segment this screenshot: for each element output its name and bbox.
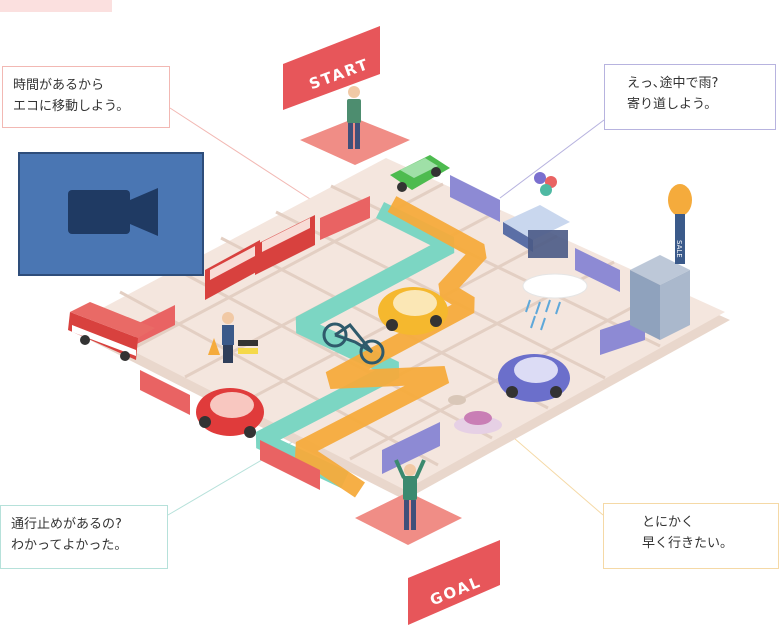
connector-top-right bbox=[499, 119, 605, 199]
callout-top-right: えっ､途中で雨? 寄り道しよう。 bbox=[604, 64, 776, 130]
video-placeholder[interactable] bbox=[18, 152, 204, 276]
callout-line: 早く行きたい。 bbox=[642, 536, 734, 551]
sale-sign-label: SALE bbox=[675, 240, 683, 258]
connector-top-left bbox=[169, 107, 331, 213]
callout-line: とにかく bbox=[642, 515, 695, 530]
callout-bottom-right: とにかく 早く行きたい。 bbox=[603, 503, 779, 569]
goal-banner: GOAL bbox=[408, 540, 500, 625]
building: SALE bbox=[630, 184, 692, 340]
callout-bottom-left: 通行止めがあるの? わかってよかった。 bbox=[0, 505, 168, 569]
rain-cloud bbox=[522, 273, 588, 331]
callout-line: エコに移動しよう。 bbox=[13, 99, 130, 114]
start-person bbox=[347, 86, 361, 149]
top-decor-strip bbox=[0, 0, 112, 12]
callout-line: 時間があるから bbox=[13, 78, 105, 93]
goal-person bbox=[394, 459, 426, 530]
callout-line: わかってよかった。 bbox=[11, 538, 128, 553]
route-orange bbox=[295, 196, 487, 498]
red-train bbox=[205, 215, 315, 300]
cafe-food bbox=[448, 395, 502, 434]
callout-line: 寄り道しよう。 bbox=[627, 97, 718, 112]
bicycle bbox=[322, 322, 385, 365]
route-red bbox=[135, 196, 370, 490]
green-car bbox=[390, 155, 450, 192]
video-camera-icon bbox=[68, 188, 158, 236]
callout-line: 通行止めがあるの? bbox=[11, 517, 122, 532]
red-car bbox=[196, 388, 264, 438]
callout-line: えっ､途中で雨? bbox=[627, 76, 719, 91]
start-banner: START bbox=[283, 26, 380, 110]
sale-shop bbox=[503, 172, 570, 258]
purple-car bbox=[498, 354, 570, 402]
yellow-car bbox=[378, 287, 448, 335]
construction-worker bbox=[208, 312, 258, 363]
red-bus bbox=[68, 302, 155, 361]
callout-top-left: 時間があるから エコに移動しよう。 bbox=[2, 66, 170, 128]
